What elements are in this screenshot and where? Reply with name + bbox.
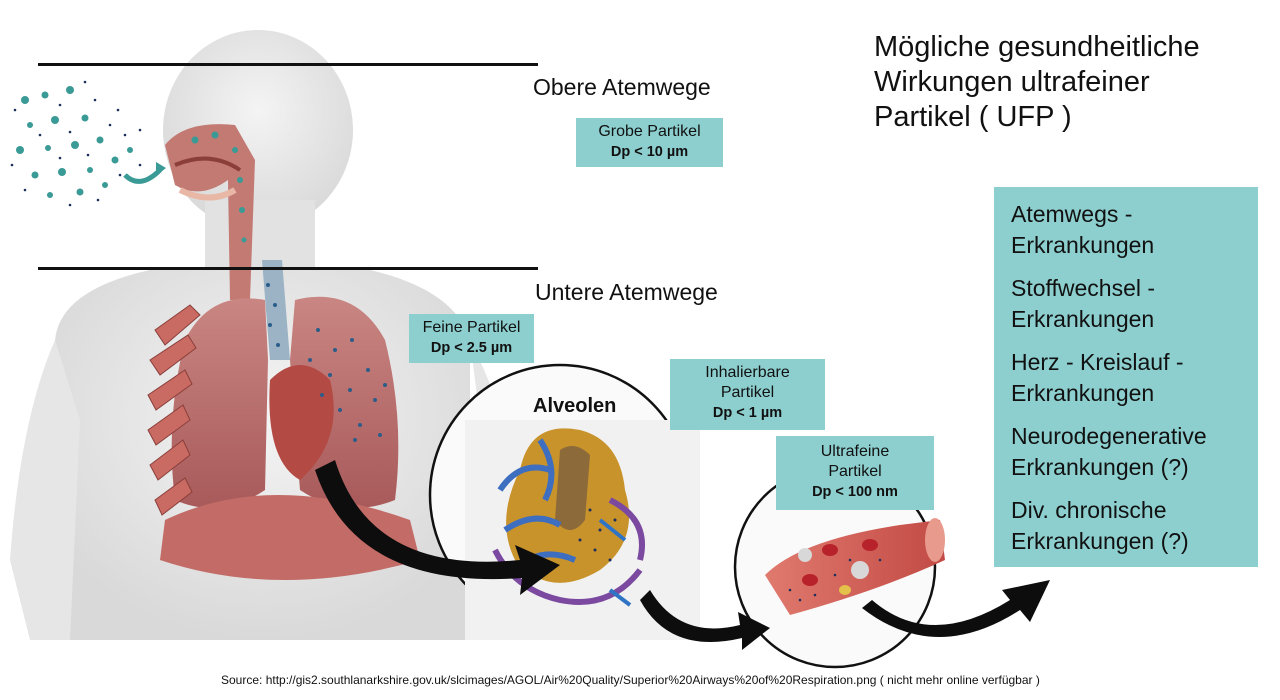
upper-airways-label: Obere Atemwege xyxy=(533,74,711,100)
coarse-particles-box: Grobe Partikel Dp < 10 µm xyxy=(576,118,723,167)
page-title-line2: Wirkungen ultrafeiner xyxy=(874,66,1150,98)
ultrafine-particles-box: Ultrafeine Partikel Dp < 100 nm xyxy=(776,436,934,510)
airway-upper xyxy=(165,124,290,360)
page-title-line3: Partikel ( UFP ) xyxy=(874,101,1072,133)
effect-cardiovascular: Herz - Kreislauf - Erkrankungen xyxy=(1011,347,1184,409)
effect-neurodegenerative-line1: Neurodegenerative xyxy=(1011,423,1207,449)
page-title: Mögliche gesundheitliche Wirkungen ultra… xyxy=(874,30,1200,135)
inhaled-particles xyxy=(191,131,387,442)
effect-chronic-line2: Erkrankungen (?) xyxy=(1011,528,1189,554)
inhalable-particles-name-line1: Inhalierbare xyxy=(705,364,790,381)
source-citation: Source: http://gis2.southlanarkshire.gov… xyxy=(221,673,1040,687)
effect-metabolic-line2: Erkrankungen xyxy=(1011,306,1155,332)
health-effects-box: Atemwegs - Erkrankungen Stoffwechsel - E… xyxy=(994,187,1258,567)
effect-respiratory-line1: Atemwegs - xyxy=(1011,201,1133,227)
upper-airway-divider xyxy=(38,63,538,66)
inhalable-particles-box: Inhalierbare Partikel Dp < 1 µm xyxy=(670,359,825,430)
ultrafine-particles-name-line1: Ultrafeine xyxy=(820,443,890,460)
alveoli-illustration xyxy=(465,420,700,640)
effect-chronic-line1: Div. chronische xyxy=(1011,497,1167,523)
particle-cloud xyxy=(10,80,166,207)
arrow-lung-to-alveoli xyxy=(315,460,560,595)
lungs xyxy=(171,296,399,508)
effect-neurodegenerative: Neurodegenerative Erkrankungen (?) xyxy=(1011,421,1207,483)
effect-cardiovascular-line2: Erkrankungen xyxy=(1011,380,1155,406)
ribs xyxy=(147,304,201,516)
ultrafine-particles-size: Dp < 100 nm xyxy=(812,484,898,500)
fine-particles-name: Feine Partikel xyxy=(422,319,521,336)
effect-metabolic: Stoffwechsel - Erkrankungen xyxy=(1011,273,1155,335)
fine-particles-box: Feine Partikel Dp < 2.5 µm xyxy=(409,314,534,363)
lower-airway-divider xyxy=(38,267,538,270)
arrow-alveoli-to-vessel xyxy=(640,590,770,650)
coarse-particles-size: Dp < 10 µm xyxy=(610,144,689,160)
effect-chronic: Div. chronische Erkrankungen (?) xyxy=(1011,495,1189,557)
inhalable-particles-size: Dp < 1 µm xyxy=(712,405,783,421)
effect-respiratory: Atemwegs - Erkrankungen xyxy=(1011,199,1154,261)
flow-arrows xyxy=(315,460,1050,650)
inhalable-particles-name-line2: Partikel xyxy=(720,384,775,401)
effect-neurodegenerative-line2: Erkrankungen (?) xyxy=(1011,454,1189,480)
blood-vessel-illustration xyxy=(765,518,945,615)
page-title-line1: Mögliche gesundheitliche xyxy=(874,31,1200,63)
ultrafine-particles-name-line2: Partikel xyxy=(828,463,882,480)
fine-particles-size: Dp < 2.5 µm xyxy=(430,340,513,356)
coarse-particles-name: Grobe Partikel xyxy=(598,123,701,140)
lower-airways-label: Untere Atemwege xyxy=(535,279,718,305)
effect-cardiovascular-line1: Herz - Kreislauf - xyxy=(1011,349,1184,375)
arrow-vessel-to-effects xyxy=(862,580,1050,638)
effect-respiratory-line2: Erkrankungen xyxy=(1011,232,1155,258)
alveoli-label: Alveolen xyxy=(533,395,617,417)
effect-metabolic-line1: Stoffwechsel - xyxy=(1011,275,1156,301)
